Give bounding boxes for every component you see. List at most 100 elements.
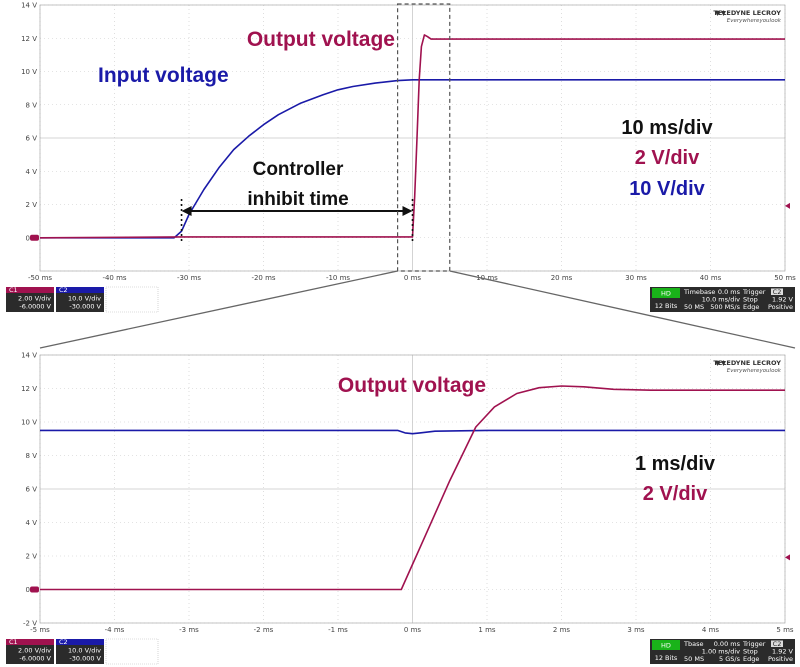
x-tick-label: -3 ms: [179, 626, 199, 634]
series-line-output-voltage: [39, 34, 785, 239]
channel-tag: C2: [59, 638, 68, 646]
hd-badge: [652, 288, 680, 298]
channel-tag: C1: [9, 286, 18, 294]
channel-tag: C2: [59, 286, 68, 294]
trigger-level-marker: [785, 202, 790, 209]
zoom-connector-right: [449, 270, 796, 349]
timebase-label: Timebase: [683, 288, 715, 296]
x-tick-label: -5 ms: [30, 626, 50, 634]
timebase-offset: 0.00 ms: [714, 640, 741, 648]
x-tick-label: 20 ms: [551, 274, 573, 282]
y-tick-label: 10 V: [21, 68, 37, 76]
channel-box-c1: C12.00 V/div-6.0000 V: [6, 638, 54, 664]
timebase-label: Tbase: [683, 640, 703, 648]
sample-rate: 500 MS/s: [710, 303, 740, 311]
teledyne-logo-icon: [715, 361, 726, 366]
x-tick-label: -30 ms: [177, 274, 201, 282]
channel-scale: 2.00 V/div: [18, 647, 51, 655]
series-line-input-voltage: [40, 429, 785, 435]
inhibit-arrow-head-right: [402, 206, 413, 216]
y-tick-label: 2 V: [26, 553, 38, 561]
channel-tag: C1: [9, 638, 18, 646]
channel-offset: -6.0000 V: [19, 303, 51, 311]
timebase-annotation: 10 ms/div: [621, 117, 713, 139]
channel-scale: 10.0 V/div: [68, 295, 101, 303]
channel-box-c1: C12.00 V/div-6.0000 V: [6, 286, 54, 312]
trigger-mode: Stop: [743, 296, 758, 304]
channel-box-header: [6, 287, 54, 293]
scope-panel-top: 14 V12 V10 V8 V6 V4 V2 V0 V-50 ms-40 ms-…: [6, 2, 796, 313]
brand-name: TELEDYNE LECROY: [713, 9, 781, 17]
x-tick-label: -4 ms: [105, 626, 125, 634]
trigger-level: 1.92 V: [772, 648, 794, 656]
plot-frame: [39, 4, 786, 272]
trigger-type: Edge: [743, 655, 759, 663]
trigger-level-marker: [785, 554, 790, 561]
series-line-output-voltage: [40, 385, 785, 591]
x-tick-label: -2 ms: [254, 626, 274, 634]
x-tick-label: 50 ms: [774, 274, 796, 282]
channel-scale: 2.00 V/div: [18, 295, 51, 303]
inhibit-label-line2: inhibit time: [247, 189, 348, 210]
channel1-ground-marker: [30, 234, 39, 241]
x-tick-label: -40 ms: [102, 274, 126, 282]
hd-label: HD: [661, 642, 671, 650]
x-tick-label: 30 ms: [625, 274, 647, 282]
channel-offset: -30.000 V: [69, 303, 101, 311]
timebase-annotation: 1 ms/div: [635, 453, 716, 475]
trigger-type: Edge: [743, 303, 759, 311]
inhibit-label-line1: Controller: [253, 159, 344, 180]
y-tick-label: 2 V: [26, 201, 38, 209]
y-tick-label: 4 V: [26, 519, 38, 527]
hd-badge: [652, 640, 680, 650]
sample-count: 50 MS: [684, 655, 704, 663]
output-voltage-label: Output voltage: [338, 374, 486, 397]
empty-channel-slot: [105, 286, 159, 313]
trigger-channel: C2: [773, 288, 782, 296]
timebase-div: 10.0 ms/div: [702, 296, 740, 304]
y-tick-label: 6 V: [26, 135, 38, 143]
x-tick-label: -10 ms: [326, 274, 350, 282]
x-tick-label: -50 ms: [28, 274, 52, 282]
series-line-input-voltage: [40, 79, 785, 239]
input-scale-annotation: 10 V/div: [629, 178, 705, 200]
x-tick-label: 40 ms: [700, 274, 722, 282]
trigger-label: Trigger: [742, 288, 766, 296]
x-tick-label: 4 ms: [702, 626, 719, 634]
y-tick-label: 8 V: [26, 452, 38, 460]
output-voltage-label: Output voltage: [247, 28, 395, 51]
hd-label: HD: [661, 290, 671, 298]
bit-depth: 12 Bits: [655, 654, 678, 662]
channel-box-header: [56, 287, 104, 293]
x-tick-label: 3 ms: [627, 626, 644, 634]
channel-offset: -30.000 V: [69, 655, 101, 663]
x-tick-label: 0 ms: [404, 626, 421, 634]
sample-count: 50 MS: [684, 303, 704, 311]
brand-tagline: Everywhereyoulook: [727, 368, 782, 374]
trigger-slope: Positive: [768, 655, 793, 663]
x-tick-label: 5 ms: [776, 626, 793, 634]
y-tick-label: 8 V: [26, 101, 38, 109]
trigger-label: Trigger: [742, 640, 766, 648]
brand-name: TELEDYNE LECROY: [713, 359, 781, 367]
trigger-channel: C2: [773, 640, 782, 648]
y-tick-label: 10 V: [21, 419, 37, 427]
input-voltage-label: Input voltage: [98, 64, 229, 87]
channel1-ground-marker: [30, 586, 39, 593]
channel-scale: 10.0 V/div: [68, 647, 101, 655]
timebase-div: 1.00 ms/div: [702, 648, 740, 656]
inhibit-arrow-head-left: [181, 206, 192, 216]
x-tick-label: 2 ms: [553, 626, 570, 634]
output-scale-annotation: 2 V/div: [643, 483, 708, 505]
y-tick-label: 6 V: [26, 486, 38, 494]
x-tick-label: -1 ms: [328, 626, 348, 634]
sample-rate: 5 GS/s: [719, 655, 741, 663]
x-tick-label: -20 ms: [251, 274, 275, 282]
trigger-channel-badge: [771, 288, 783, 295]
trigger-channel-badge: [771, 640, 783, 647]
teledyne-logo-icon: [715, 11, 726, 16]
timebase-offset: 0.0 ms: [718, 288, 741, 296]
